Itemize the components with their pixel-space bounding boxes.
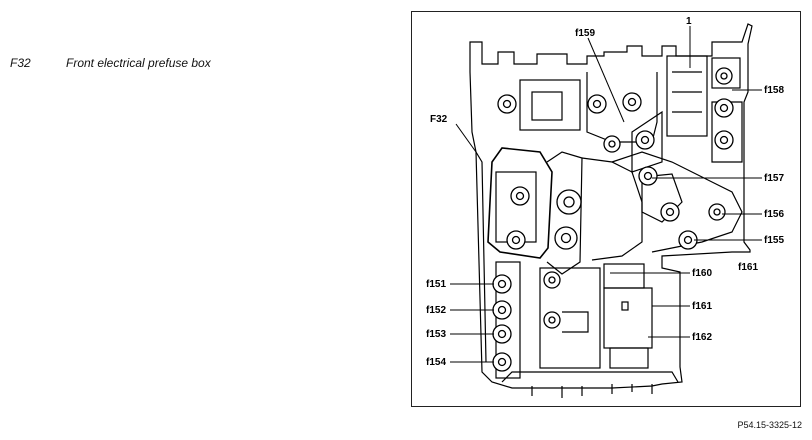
callout-f153: f153 <box>426 329 446 340</box>
callout-f157: f157 <box>764 173 784 184</box>
top-block-left <box>519 79 581 131</box>
prefuse-box-diagram: 1 f159 f158 F32 f157 f156 f155 f161 f160… <box>426 16 784 398</box>
legend-description: Front electrical prefuse box <box>66 56 211 70</box>
callout-f151: f151 <box>426 279 446 290</box>
callout-f161: f161 <box>692 301 712 312</box>
callout-f152: f152 <box>426 305 446 316</box>
reference-code: P54.15-3325-12 <box>737 420 802 430</box>
callout-1: 1 <box>686 16 692 27</box>
callout-f159: f159 <box>575 28 595 39</box>
callout-f161-top: f161 <box>738 262 758 273</box>
bolts <box>492 67 734 372</box>
legend-code: F32 <box>10 56 31 70</box>
callout-f156: f156 <box>764 209 784 220</box>
callout-f154: f154 <box>426 357 446 368</box>
callout-f160: f160 <box>692 268 712 279</box>
fuse-block-right <box>603 263 645 289</box>
callout-f162: f162 <box>692 332 712 343</box>
fuse-column <box>495 261 521 379</box>
housing-outline <box>469 23 753 389</box>
callout-f155: f155 <box>764 235 784 246</box>
main-terminal <box>487 147 553 259</box>
prefuse-box-drawing <box>469 23 753 398</box>
diagram-frame: 1 f159 f158 F32 f157 f156 f155 f161 f160… <box>411 11 801 407</box>
leader-lines <box>450 26 762 363</box>
fuse-block-left <box>539 267 601 369</box>
callout-f158: f158 <box>764 85 784 96</box>
top-block-right <box>666 55 708 137</box>
callout-F32: F32 <box>430 114 448 125</box>
